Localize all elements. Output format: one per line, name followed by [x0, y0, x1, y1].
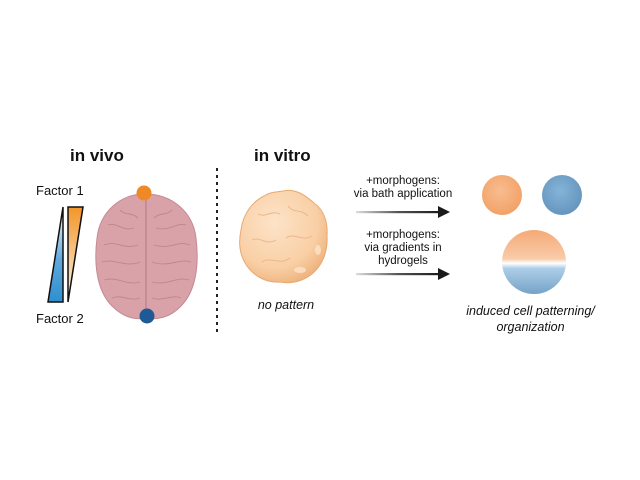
- factor2-gradient-wedge: [47, 206, 64, 303]
- outcome-caption-line1: induced cell patterning/: [466, 304, 595, 318]
- treatment-hydrogel-line1: +morphogens:: [366, 229, 440, 241]
- outcome-caption-line2: organization: [496, 320, 565, 334]
- factor1-gradient-wedge: [67, 206, 84, 303]
- no-pattern-caption: no pattern: [257, 298, 315, 312]
- in-vitro-title: in vitro: [254, 146, 311, 165]
- treatment-hydrogel-line2: via gradients in: [364, 242, 442, 254]
- blue-patterned-organoid: [542, 175, 582, 215]
- treatment-bath-line2: via bath application: [353, 188, 453, 200]
- unpatterned-organoid: [239, 189, 328, 284]
- arrow-bath-application: [356, 206, 450, 218]
- anterior-morphogen-source-dot: [136, 185, 152, 201]
- outcome-caption: induced cell patterning/ organization: [438, 303, 623, 335]
- factor2-label: Factor 2: [36, 311, 84, 326]
- orange-patterned-organoid: [482, 175, 522, 215]
- treatment-bath-line1: +morphogens:: [366, 175, 440, 187]
- treatment-hydrogel-line3: hydrogels: [378, 255, 428, 267]
- posterior-morphogen-source-dot: [139, 308, 155, 324]
- treatment-hydrogel-label: +morphogens: via gradients in hydrogels: [343, 229, 463, 268]
- in-vivo-title: in vivo: [70, 146, 124, 165]
- arrow-gradient-hydrogels: [356, 268, 450, 280]
- factor1-label: Factor 1: [36, 183, 84, 198]
- treatment-bath-label: +morphogens: via bath application: [343, 175, 463, 201]
- gradient-patterned-organoid: [502, 230, 566, 294]
- brain-illustration: [95, 193, 198, 320]
